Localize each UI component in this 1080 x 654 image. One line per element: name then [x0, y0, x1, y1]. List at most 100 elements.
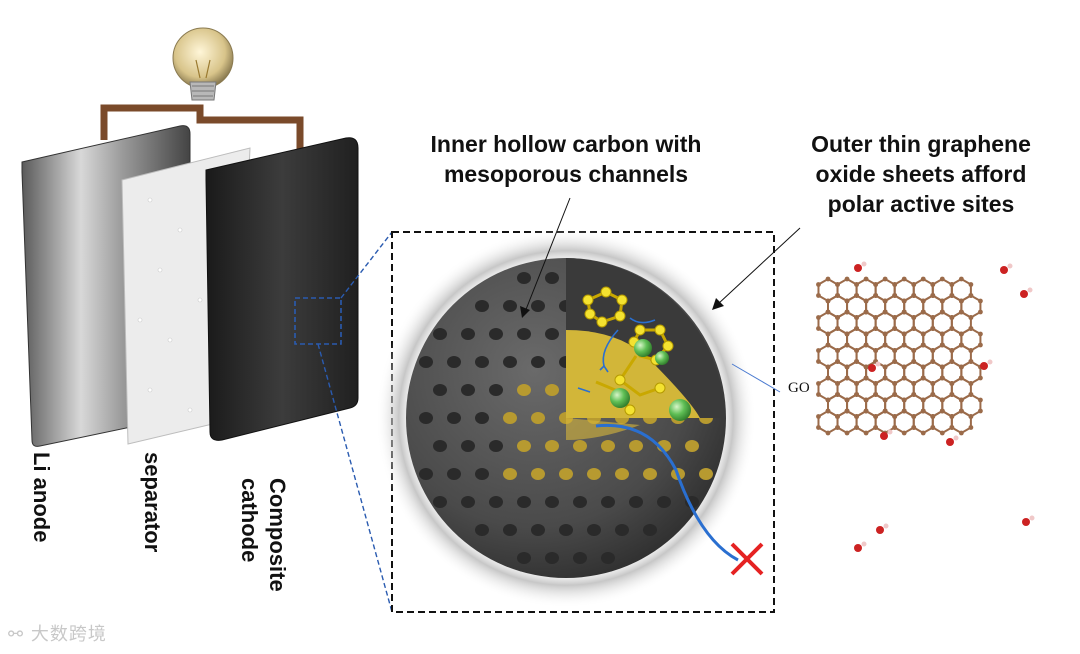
carbon-atom: [835, 381, 840, 386]
oxygen-atom: [1022, 518, 1030, 526]
carbon-atom: [873, 326, 878, 331]
inner-callout-line2: mesoporous channels: [398, 160, 734, 190]
watermark-logo-icon: ⚯: [8, 624, 24, 645]
carbon-atom: [826, 310, 831, 315]
carbon-atom: [959, 409, 964, 414]
pore: [517, 328, 531, 340]
carbon-atom: [921, 376, 926, 381]
hexagon-ring: [838, 411, 857, 433]
carbon-atom: [835, 315, 840, 320]
carbon-atom: [911, 348, 916, 353]
pore: [503, 524, 517, 536]
carbon-atom: [845, 310, 850, 315]
carbon-atom: [949, 293, 954, 298]
carbon-atom: [921, 398, 926, 403]
carbon-atom: [883, 332, 888, 337]
carbon-atom: [864, 299, 869, 304]
carbon-atom: [816, 392, 821, 397]
carbon-atom: [873, 293, 878, 298]
pore: [601, 552, 615, 564]
watermark: ⚯ 大数跨境: [8, 620, 107, 646]
carbon-atom: [816, 381, 821, 386]
carbon-atom: [911, 326, 916, 331]
carbon-atom: [978, 332, 983, 337]
carbon-atom: [949, 282, 954, 287]
pore: [517, 440, 531, 452]
hexagon-ring: [933, 411, 952, 433]
carbon-atom: [959, 277, 964, 282]
pore: [531, 356, 545, 368]
carbon-atom: [911, 293, 916, 298]
carbon-atom: [826, 365, 831, 370]
pore: [433, 384, 447, 396]
pore: [489, 440, 503, 452]
pore: [475, 412, 489, 424]
carbon-atom: [959, 310, 964, 315]
carbon-atom: [864, 398, 869, 403]
outer-callout-line1: Outer thin graphene: [776, 130, 1066, 160]
carbon-atom: [854, 293, 859, 298]
pore: [545, 552, 559, 564]
carbon-atom: [883, 299, 888, 304]
carbon-atom: [911, 381, 916, 386]
carbon-atom: [816, 348, 821, 353]
carbon-atom: [940, 376, 945, 381]
carbon-atom: [883, 409, 888, 414]
carbon-atom: [911, 414, 916, 419]
carbon-atom: [921, 299, 926, 304]
carbon-atom: [864, 409, 869, 414]
pore: [699, 468, 713, 480]
carbon-atom: [911, 359, 916, 364]
pore: [461, 440, 475, 452]
pore: [489, 384, 503, 396]
carbon-atom: [940, 310, 945, 315]
carbon-atom: [873, 348, 878, 353]
carbon-atom: [835, 425, 840, 430]
carbon-atom: [854, 392, 859, 397]
pore: [629, 496, 643, 508]
carbon-atom: [940, 277, 945, 282]
outer-callout-line3: polar active sites: [776, 190, 1066, 220]
pore: [601, 496, 615, 508]
carbon-atom: [968, 381, 973, 386]
carbon-atom: [864, 343, 869, 348]
carbon-atom: [883, 277, 888, 282]
carbon-atom: [892, 348, 897, 353]
pore: [503, 356, 517, 368]
carbon-atom: [854, 414, 859, 419]
pore: [629, 440, 643, 452]
hydrogen-atom: [954, 436, 959, 441]
pore: [517, 384, 531, 396]
carbon-atom: [835, 293, 840, 298]
pore: [643, 468, 657, 480]
carbon-atom: [826, 332, 831, 337]
carbon-atom: [835, 359, 840, 364]
carbon-atom: [959, 332, 964, 337]
graphene-oxide-lattice: [816, 262, 1034, 553]
carbon-atom: [892, 315, 897, 320]
carbon-atom: [949, 414, 954, 419]
pore: [517, 272, 531, 284]
carbon-atom: [892, 282, 897, 287]
carbon-atom: [959, 365, 964, 370]
carbon-atom: [892, 425, 897, 430]
carbon-atom: [826, 299, 831, 304]
hydrogen-atom: [884, 524, 889, 529]
carbon-atom: [921, 277, 926, 282]
carbon-atom: [892, 293, 897, 298]
carbon-atom: [968, 359, 973, 364]
carbon-atom: [930, 381, 935, 386]
outer-callout-line2: oxide sheets afford: [776, 160, 1066, 190]
pore: [489, 496, 503, 508]
carbon-atom: [968, 326, 973, 331]
oxygen-atom: [980, 362, 988, 370]
carbon-atom: [978, 376, 983, 381]
carbon-atom: [940, 398, 945, 403]
carbon-atom: [883, 365, 888, 370]
carbon-atom: [864, 310, 869, 315]
pore: [531, 300, 545, 312]
carbon-atom: [826, 277, 831, 282]
watermark-text: 大数跨境: [31, 624, 107, 645]
carbon-atom: [978, 343, 983, 348]
carbon-atom: [816, 293, 821, 298]
